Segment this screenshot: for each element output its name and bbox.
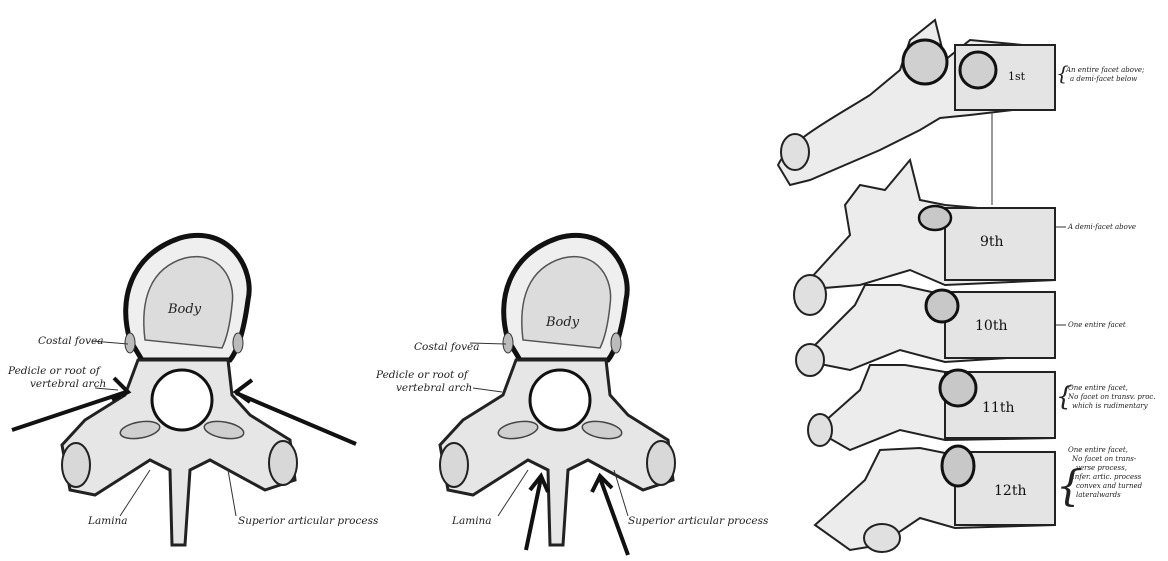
thoracic-vertebrae-lateral-view: 1st 9th 10th 11th 12th { { { An entire f… bbox=[770, 0, 1168, 561]
note-12th-f: lateralwards bbox=[1076, 491, 1121, 499]
label-pedicle-line1: Pedicle or root of bbox=[375, 369, 470, 381]
costal-fovea-left bbox=[503, 333, 513, 353]
facet-10th bbox=[926, 290, 958, 322]
label-vertebra-11th: 11th bbox=[982, 400, 1014, 416]
note-12th-b: No facet on trans- bbox=[1071, 455, 1137, 463]
process-tip-12th bbox=[864, 524, 900, 552]
label-body: Body bbox=[545, 315, 580, 330]
label-vertebra-12th: 12th bbox=[994, 483, 1026, 499]
vertebral-foramen bbox=[530, 370, 590, 430]
facet-1st-body bbox=[960, 52, 996, 88]
leader-pedicle bbox=[473, 388, 502, 392]
vertebra-12th bbox=[815, 446, 1055, 552]
label-lamina: Lamina bbox=[451, 515, 492, 527]
transverse-process-tip-9th bbox=[794, 275, 826, 315]
label-pedicle-line1: Pedicle or root of bbox=[7, 365, 102, 377]
label-vertebra-9th: 9th bbox=[980, 234, 1004, 250]
label-vertebra-10th: 10th bbox=[975, 318, 1007, 334]
note-10th: One entire facet bbox=[1068, 321, 1126, 329]
note-1st-a: An entire facet above; bbox=[1065, 66, 1144, 74]
label-costal-fovea: Costal fovea bbox=[414, 341, 480, 353]
transverse-process-tip-11th bbox=[808, 414, 832, 446]
label-lamina: Lamina bbox=[87, 515, 128, 527]
vertebrae-column-illustration: 1st 9th 10th 11th 12th { { { An entire f… bbox=[770, 0, 1168, 561]
label-superior-articular: Superior articular process bbox=[628, 515, 769, 527]
arrow-lamina-right bbox=[600, 478, 628, 555]
transverse-process-tip-1st bbox=[781, 134, 809, 170]
note-11th-a: One entire facet, bbox=[1068, 384, 1128, 392]
facet-11th bbox=[940, 370, 976, 406]
vertebra-superior-view-pedicles: Body Costal fovea Pedicle or root of ver… bbox=[0, 0, 380, 561]
note-11th-c: which is rudimentary bbox=[1072, 402, 1149, 410]
label-costal-fovea: Costal fovea bbox=[38, 335, 104, 347]
label-pedicle-line2: vertebral arch bbox=[396, 382, 472, 394]
arrow-lamina-left bbox=[526, 478, 541, 550]
note-9th: A demi-facet above bbox=[1067, 223, 1136, 231]
costal-fovea-right bbox=[611, 333, 621, 353]
transverse-process-left bbox=[62, 443, 90, 487]
facet-1st-superior bbox=[903, 40, 947, 84]
label-superior-articular: Superior articular process bbox=[238, 515, 379, 527]
transverse-process-right bbox=[269, 441, 297, 485]
label-vertebra-1st: 1st bbox=[1008, 70, 1026, 83]
note-1st-b: a demi-facet below bbox=[1070, 75, 1137, 83]
note-12th-a: One entire facet, bbox=[1068, 446, 1128, 454]
note-12th-e: convex and turned bbox=[1076, 482, 1143, 490]
vertebra-11th bbox=[808, 365, 1055, 450]
transverse-process-right bbox=[647, 441, 675, 485]
transverse-process-tip-10th bbox=[796, 344, 824, 376]
vertebra-10th bbox=[796, 285, 1055, 376]
vertebral-foramen bbox=[152, 370, 212, 430]
leader-superior-articular bbox=[228, 470, 236, 516]
transverse-process-left bbox=[440, 443, 468, 487]
vertebra-illustration: Body Costal fovea Pedicle or root of ver… bbox=[370, 0, 770, 561]
label-body: Body bbox=[167, 302, 202, 317]
label-pedicle-line2: vertebral arch bbox=[30, 378, 106, 390]
facet-9th bbox=[919, 206, 951, 230]
vertebra-superior-view-laminae: Body Costal fovea Pedicle or root of ver… bbox=[370, 0, 770, 561]
note-11th-b: No facet on transv. proc. bbox=[1067, 393, 1156, 401]
note-12th-d: Infer. artic. process bbox=[1071, 473, 1142, 481]
vertebra-1st bbox=[778, 20, 1055, 185]
costal-fovea-right bbox=[233, 333, 243, 353]
note-12th-c: verse process, bbox=[1076, 464, 1127, 472]
vertebra-illustration: Body Costal fovea Pedicle or root of ver… bbox=[0, 0, 380, 561]
facet-12th bbox=[942, 446, 974, 486]
costal-fovea-left bbox=[125, 333, 135, 353]
